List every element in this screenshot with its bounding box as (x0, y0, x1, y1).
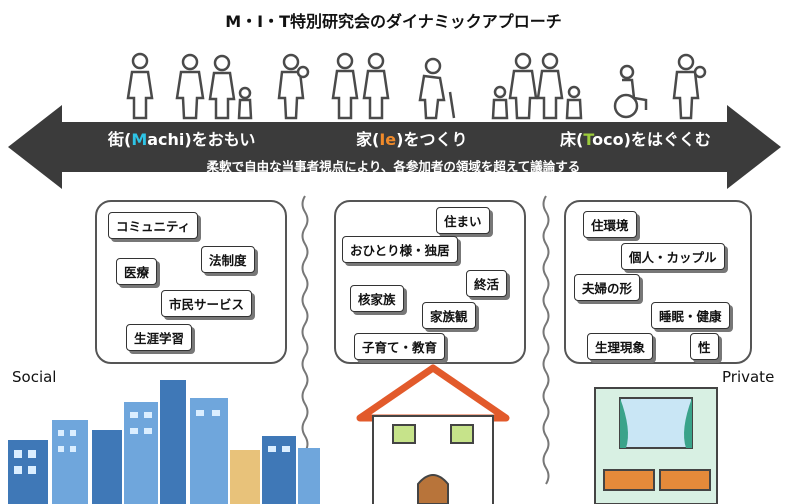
chip-legal-system: 法制度 (201, 246, 255, 273)
double-arrow (8, 105, 781, 189)
chip-end-of-life: 終活 (466, 270, 508, 297)
chip-lifelong-learning: 生涯学習 (126, 324, 193, 351)
elderly-with-cane-icon (418, 57, 456, 120)
bedroom-illustration (594, 387, 718, 504)
woman-icon (126, 52, 154, 120)
chip-child-rearing: 子育て・教育 (354, 333, 446, 360)
chip-sexuality: 性 (690, 333, 719, 360)
city-illustration (8, 380, 320, 504)
father-with-baby-icon (277, 53, 310, 120)
chip-individual-couple: 個人・カップル (621, 243, 725, 270)
mother-with-child-icon (208, 54, 253, 120)
people-icons (126, 52, 707, 120)
banner-subtitle: 柔軟で自由な当事者視点により、各参加者の領域を超えて議論する (206, 159, 581, 174)
banner-toco-pre: 床( (560, 130, 584, 149)
family-icon (491, 52, 583, 120)
chip-housing: 住まい (436, 207, 490, 234)
banner-ie-pre: 家( (356, 130, 380, 149)
banner-machi: 街(Machi)をおもい (108, 126, 255, 150)
label-private: Private (722, 368, 775, 386)
banner-machi-post: achi)をおもい (147, 130, 256, 149)
chip-living-environment: 住環境 (583, 211, 637, 238)
man-icon (175, 53, 205, 120)
chip-marriage-form: 夫婦の形 (574, 274, 641, 301)
banner-ie-post: )をつくり (396, 130, 468, 149)
divider-right (542, 195, 550, 485)
couple-icon (331, 52, 390, 120)
diagram-title: M・I・T特別研究会のダイナミックアプローチ (225, 12, 562, 31)
chip-community: コミュニティ (108, 212, 199, 239)
banner-ie-accent: Ie (379, 130, 397, 149)
banner-machi-accent: M (131, 130, 148, 149)
chip-medical: 医療 (116, 258, 158, 285)
parent-with-baby-icon (672, 53, 707, 120)
divider-left (301, 195, 309, 485)
chip-civic-services: 市民サービス (161, 290, 253, 317)
banner-toco: 床(Toco)をはぐくむ (560, 126, 711, 150)
label-social: Social (12, 368, 57, 386)
banner-machi-pre: 街( (108, 130, 132, 149)
banner-toco-accent: T (583, 130, 593, 149)
chip-living-alone: おひとり様・独居 (342, 236, 458, 263)
chip-physiology: 生理現象 (587, 333, 654, 360)
wheelchair-icon (613, 64, 648, 119)
chip-nuclear-family: 核家族 (350, 285, 404, 312)
banner-ie: 家(Ie)をつくり (356, 126, 467, 150)
house-illustration (356, 364, 510, 504)
banner-toco-post: oco)をはぐくむ (592, 130, 711, 149)
chip-family-values: 家族観 (422, 302, 476, 329)
chip-sleep-health: 睡眠・健康 (651, 302, 730, 329)
